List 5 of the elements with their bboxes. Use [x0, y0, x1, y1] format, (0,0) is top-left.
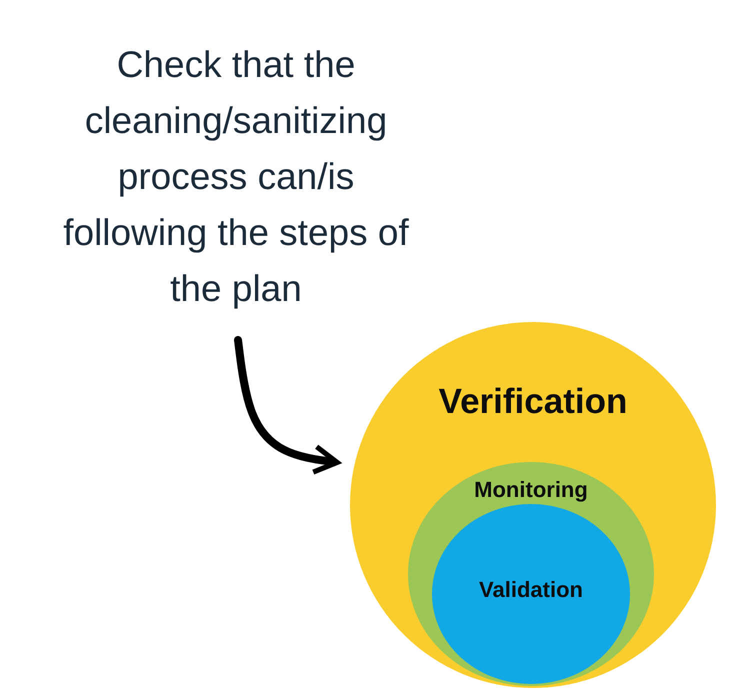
curved-arrow	[234, 336, 340, 475]
circle-label: Verification	[438, 381, 628, 423]
callout-text: Check that the cleaning/sanitizing process can/is following the steps of the plan	[62, 43, 410, 311]
circle-label: Validation	[478, 576, 584, 604]
circle-label: Monitoring	[473, 476, 589, 504]
